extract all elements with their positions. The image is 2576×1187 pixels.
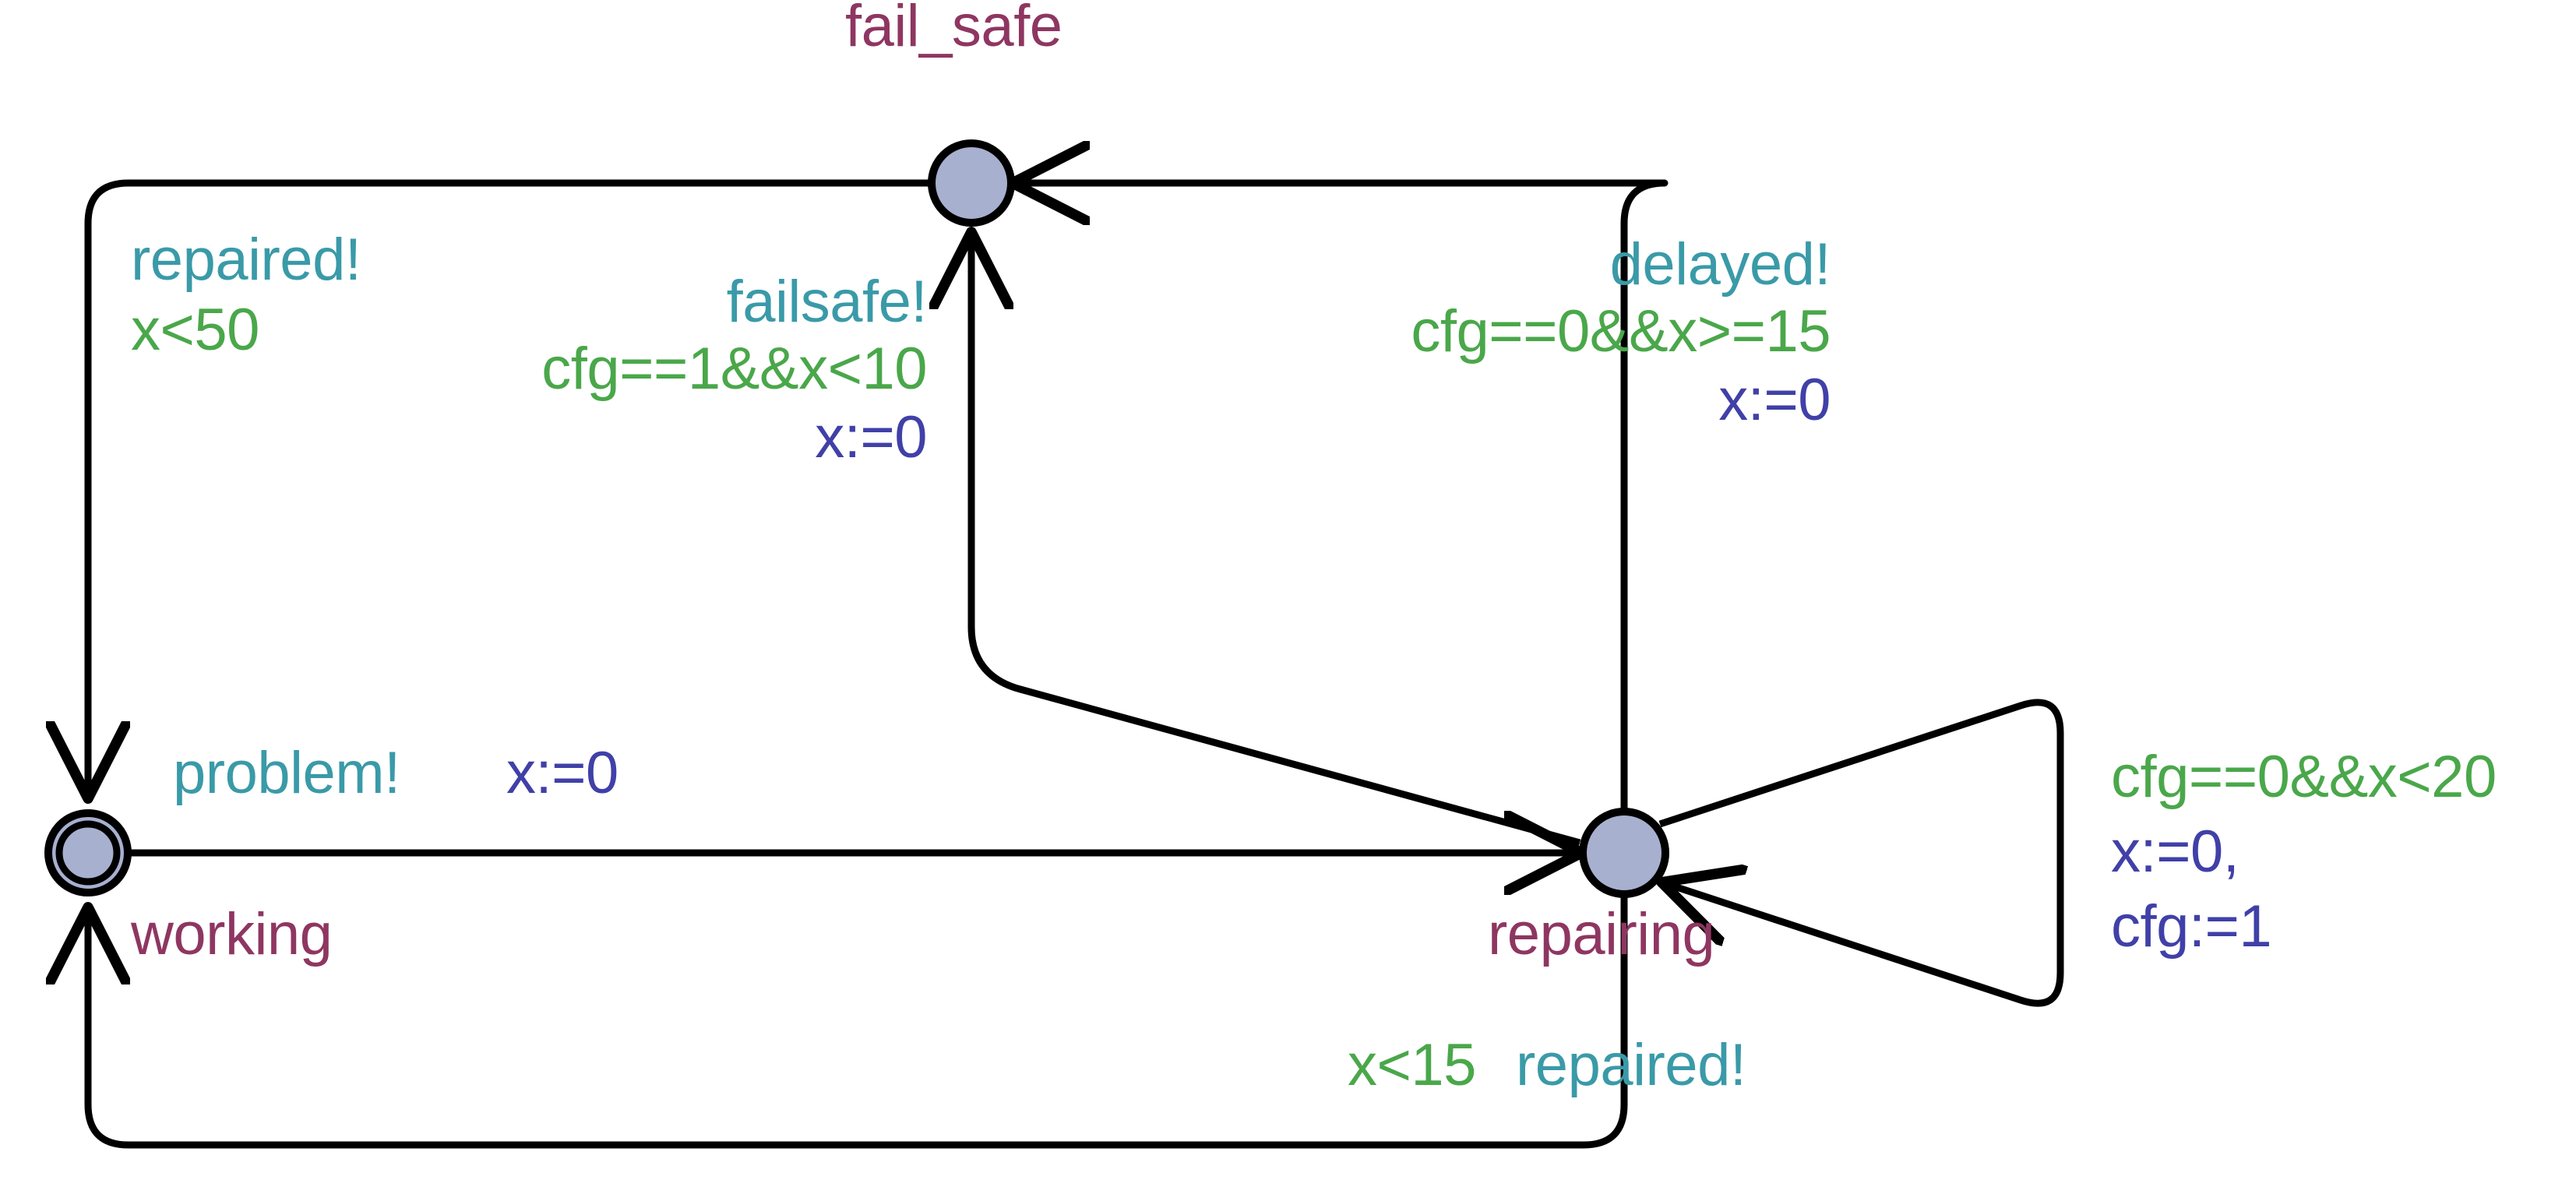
edge-fail_safe-to-working: [88, 179, 929, 793]
edge-repairing-to-working: [88, 897, 1628, 1149]
assign-self-loop-2: cfg:=1: [2111, 893, 2272, 960]
edge-label-failsafe: failsafe! cfg==1&&x<10 x:=0: [335, 269, 928, 467]
assign-self-loop-1: x:=0,: [2111, 819, 2239, 885]
state-label-fail_safe: fail_safe: [845, 0, 1062, 59]
guard-bottom-x-lt-15: x<15: [1348, 1032, 1476, 1098]
assign-delayed: x:=0: [1718, 367, 1831, 433]
guard-delayed: cfg==0&&x>=15: [1411, 298, 1831, 365]
edge-repairing-self-loop: [1660, 699, 2064, 1007]
edge-repairing-to-fail_safe-delayed: [1018, 183, 1669, 808]
guard-x-lt-50: x<50: [131, 297, 259, 363]
sync-bottom-repaired: repaired!: [1516, 1032, 1746, 1098]
sync-repaired-left: repaired!: [131, 227, 361, 293]
edge-label-fail_safe-to-working: repaired! x<50: [131, 227, 361, 360]
state-fail_safe: [928, 139, 1015, 227]
sync-problem: problem!: [173, 740, 400, 806]
state-working: [44, 809, 132, 896]
state-repairing: [1579, 808, 1669, 898]
guard-self-loop: cfg==0&&x<20: [2111, 744, 2497, 810]
sync-failsafe: failsafe!: [726, 269, 928, 335]
assign-failsafe: x:=0: [815, 404, 927, 470]
edge-repairing-to-fail_safe-failsafe: [971, 238, 1581, 847]
sync-delayed: delayed!: [1609, 231, 1831, 298]
state-label-repairing: repairing: [1488, 901, 1715, 967]
edge-label-delayed: delayed! cfg==0&&x>=15 x:=0: [1262, 231, 1831, 430]
assign-problem: x:=0: [506, 740, 618, 806]
state-label-working: working: [131, 901, 333, 967]
guard-failsafe: cfg==1&&x<10: [541, 336, 927, 402]
edge-label-self-loop: cfg==0&&x<20 x:=0, cfg:=1: [2111, 744, 2497, 956]
